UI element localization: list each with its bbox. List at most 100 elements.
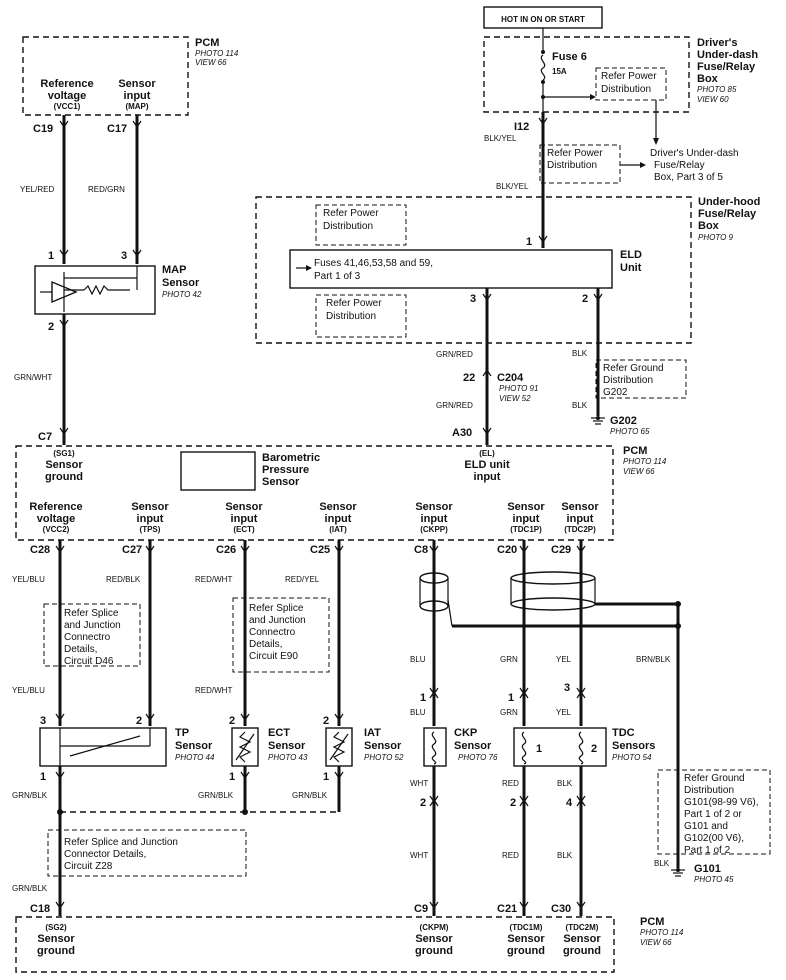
underhood-title-1: Under-hood (698, 196, 760, 208)
col5-l1: Sensor (507, 501, 545, 513)
c204: C204 (497, 372, 524, 384)
eld-label-2: Unit (620, 262, 642, 274)
eld-label-1: ELD (620, 249, 642, 261)
ect-pin-1: 1 (229, 771, 235, 783)
g202-photo: PHOTO 65 (610, 427, 650, 436)
fuses-label-1: Fuses 41,46,53,58 and 59, (314, 258, 433, 269)
hot-label: HOT IN ON OR START (501, 15, 585, 24)
sg2-code: (SG2) (45, 923, 67, 932)
z28-2: Connector Details, (64, 849, 146, 860)
g101-4: Part 1 of 2 or (684, 809, 742, 820)
ect-sensor: 2 1 ECT Sensor PHOTO 43 (229, 715, 308, 783)
pin-c27: C27 (122, 544, 142, 556)
pcm-top-title: PCM (195, 37, 219, 49)
ckp-sensor-label: Sensor (454, 740, 492, 752)
tp-sensor: 3 2 1 TP Sensor PHOTO 44 (39, 715, 215, 783)
pin-c30: C30 (551, 903, 571, 915)
ref-voltage-label-2: voltage (48, 90, 87, 102)
g101-6: G102(00 V6), (684, 833, 744, 844)
e90-1: Refer Splice (249, 603, 304, 614)
underhood-refer-1a: Refer Power (323, 208, 379, 219)
ckp-sensor: 1 CKP Sensor PHOTO 76 (420, 687, 498, 767)
refer-pd-a-2: Distribution (547, 160, 597, 171)
g101-7: Part 1 of 2 (684, 845, 731, 856)
ckp-photo: PHOTO 76 (458, 753, 498, 762)
ckp-pin-1: 1 (420, 692, 426, 704)
pcm-mid-box: PCM PHOTO 114 VIEW 66 C7 (SG1) Sensor gr… (15, 431, 667, 556)
hot-in-on-or-start-box: HOT IN ON OR START (483, 6, 603, 29)
sensor-input-label-2: input (124, 90, 151, 102)
map-pin-3: 3 (121, 250, 127, 262)
eld-input-label-1: ELD unit (464, 459, 510, 471)
col2-l2: input (231, 513, 258, 525)
pin-i12: I12 (514, 121, 529, 133)
pin-c19: C19 (33, 123, 53, 135)
g101-photo: PHOTO 45 (694, 875, 734, 884)
pin-c25: C25 (310, 544, 330, 556)
pin-c28: C28 (30, 544, 50, 556)
pcm-top-box: PCM PHOTO 114 VIEW 66 Reference voltage … (22, 36, 239, 135)
fusebox-refer-1: Refer Power (601, 71, 657, 82)
g101-5: G101 and (684, 821, 728, 832)
col6-l2: input (567, 513, 594, 525)
vcc1-code: (VCC1) (54, 102, 81, 111)
wire-grn-blk-3: GRN/BLK (292, 791, 328, 800)
col1-l1: Sensor (131, 501, 169, 513)
wire-grn-blk-2: GRN/BLK (198, 791, 234, 800)
wire-red-yel: RED/YEL (285, 575, 320, 584)
col3-l1: Sensor (319, 501, 357, 513)
ect-name: ECT (268, 727, 290, 739)
col2-l1: Sensor (225, 501, 263, 513)
dud-label-1: Driver's Under-dash (650, 148, 739, 159)
pin-c29: C29 (551, 544, 571, 556)
col3-l2: input (325, 513, 352, 525)
underhood-fuse-box: Under-hood Fuse/Relay Box PHOTO 9 Refer … (255, 196, 760, 344)
baro-label-1: Barometric (262, 452, 320, 464)
wire-grn-red-1: GRN/RED (436, 350, 473, 359)
pin-c17: C17 (107, 123, 127, 135)
pcm-top-photo: PHOTO 114 (195, 49, 239, 58)
tdc-sensors: 1 3 1 2 TDC Sensors PHOTO 54 (508, 682, 655, 767)
pcm-bot-photo: PHOTO 114 (640, 928, 684, 937)
refer-e90-box: Refer Splice and Junction Connectro Deta… (232, 597, 330, 673)
c204-photo: PHOTO 91 (499, 384, 538, 393)
fuse-6: Fuse 6 (552, 51, 587, 63)
tdc1m-l1: Sensor (507, 933, 545, 945)
wire-yel-blu-2: YEL/BLU (12, 686, 45, 695)
col4-l1: Sensor (415, 501, 453, 513)
ground-g202-icon (596, 416, 600, 420)
tp-name: TP (175, 727, 189, 739)
sensor-input-label-1: Sensor (118, 78, 156, 90)
g101-3: G101(98-99 V6), (684, 797, 759, 808)
col2-code: (ECT) (233, 525, 255, 534)
sg1-label-1: Sensor (45, 459, 83, 471)
sg1-label-2: ground (45, 471, 83, 483)
iat-sensor: 2 1 IAT Sensor PHOTO 52 (323, 715, 404, 783)
drivers-fuse-box: Driver's Under-dash Fuse/Relay Box PHOTO… (483, 28, 758, 183)
d46-2: and Junction (64, 620, 121, 631)
pin-c26: C26 (216, 544, 236, 556)
d46-4: Details, (64, 644, 97, 655)
iat-sensor-label: Sensor (364, 740, 402, 752)
tdc2m-l1: Sensor (563, 933, 601, 945)
wire-red-2: RED (502, 851, 519, 860)
underhood-title-2: Fuse/Relay (698, 208, 757, 220)
iat-name: IAT (364, 727, 381, 739)
pcm-bot-title: PCM (640, 916, 664, 928)
wire-red-blk: RED/BLK (106, 575, 141, 584)
sg2-l2: ground (37, 945, 75, 957)
dud-label-2: Fuse/Relay (654, 160, 705, 171)
wire-red-grn: RED/GRN (88, 185, 125, 194)
ground-g101-icon (676, 868, 680, 872)
col0-code: (VCC2) (43, 525, 70, 534)
tdc-pin-4: 4 (566, 797, 573, 809)
lower-wires: YEL/BLU YEL/BLU RED/BLK RED/WHT RED/WHT … (12, 540, 681, 868)
g101-label: G101 (694, 863, 721, 875)
map-wires: YEL/RED RED/GRN 1 3 (20, 115, 142, 264)
col6-l1: Sensor (561, 501, 599, 513)
tdc1m-code: (TDC1M) (510, 923, 543, 932)
tdc-pin-1: 1 (508, 692, 514, 704)
eld-pin-3: 3 (470, 293, 476, 305)
baro-label-3: Sensor (262, 476, 300, 488)
